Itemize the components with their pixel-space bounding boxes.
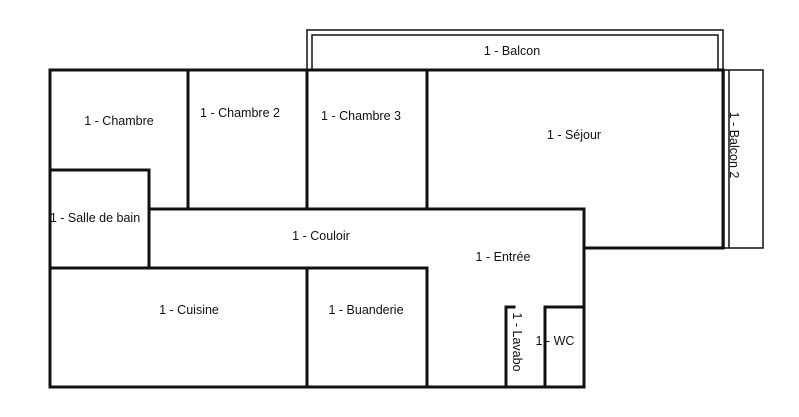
room-balcon-2: 1 - Balcon 2 [727, 112, 741, 179]
room-balcon: 1 - Balcon [484, 44, 540, 58]
room-chambre: 1 - Chambre [84, 114, 154, 128]
room-couloir: 1 - Couloir [292, 229, 350, 243]
room-entree: 1 - Entrée [476, 250, 531, 264]
interior-walls [48, 68, 586, 389]
room-wc: 1 - WC [536, 334, 575, 348]
room-buanderie: 1 - Buanderie [328, 303, 403, 317]
room-chambre-3: 1 - Chambre 3 [321, 109, 401, 123]
room-cuisine: 1 - Cuisine [159, 303, 219, 317]
room-lavabo: 1 - Lavabo [510, 312, 524, 371]
room-salle-de-bain: 1 - Salle de bain [50, 211, 140, 225]
room-chambre-2: 1 - Chambre 2 [200, 106, 280, 120]
room-sejour: 1 - Séjour [547, 128, 601, 142]
